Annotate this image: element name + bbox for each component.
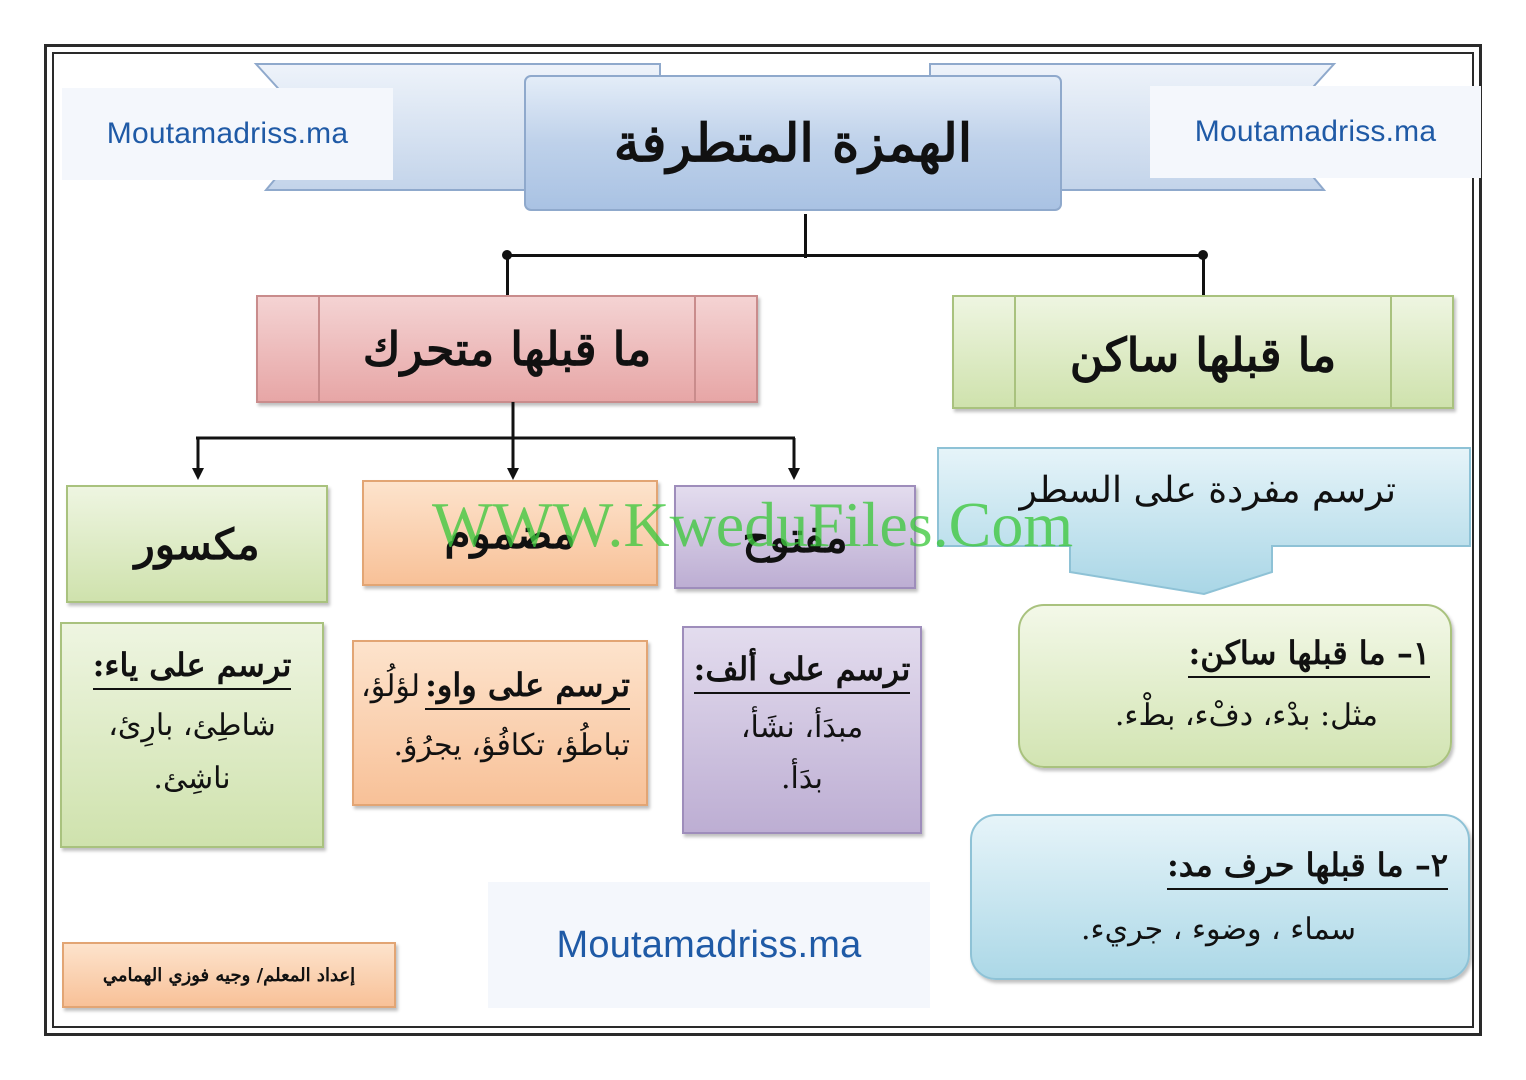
box-divider (1390, 297, 1392, 407)
example-maksur-rule: ترسم على ياء: (92, 646, 292, 690)
sakin-case1-example: مثل: بدْء، دفْء، بطْء. (1114, 698, 1378, 733)
sub-connectors (192, 402, 800, 480)
connector-title (804, 214, 807, 258)
sakin-rule-callout (937, 447, 1471, 596)
logo-text: Moutamadriss.ma (1194, 115, 1437, 148)
logo-top-right: Moutamadriss.ma (1150, 86, 1481, 178)
logo-top-left: Moutamadriss.ma (62, 88, 393, 180)
example-maftuh-box: ترسم على ألف: مبدَأ، نشَأ، بدَأ. (682, 626, 922, 834)
branch-sakin-box (952, 295, 1454, 409)
branch-mutaharrik-label: ما قبلها متحرك (362, 322, 652, 376)
connector-dot (502, 250, 512, 260)
example-madmum-line2: تباطُؤ، تكافُؤ، يجرُؤ. (393, 728, 630, 763)
box-divider (694, 297, 696, 401)
watermark-text: WWW.KweduFiles.Com (432, 489, 1074, 560)
connector-horizontal (506, 254, 1206, 257)
inner-frame (52, 52, 1474, 1028)
example-maftuh-line2: بدَأ. (781, 761, 823, 796)
sakin-case2-heading: ٢– ما قبلها حرف مد: (1166, 846, 1448, 890)
connector-dot (1198, 250, 1208, 260)
sakin-case1-heading: ١– ما قبلها ساكن: (1188, 634, 1430, 678)
box-divider (318, 297, 320, 401)
example-maftuh-line1: مبدَأ، نشَأ، (740, 710, 864, 745)
sub-maftuh-label: مفتوح (674, 485, 916, 589)
connector-left (506, 254, 509, 296)
branch-sakin-label: ما قبلها ساكن (1069, 328, 1337, 382)
sakin-rule-text: ترسم مفردة على السطر (1019, 470, 1396, 511)
sakin-case2-example: سماء ، وضوء ، جريء. (1080, 912, 1356, 947)
logo-bottom: Moutamadriss.ma (488, 882, 930, 1008)
outer-frame (44, 44, 1482, 1036)
sub-maksur-label: مكسور (66, 485, 328, 603)
page-title: الهمزة المتطرفة (613, 112, 973, 174)
sakin-case1-box: ١– ما قبلها ساكن: مثل: بدْء، دفْء، بطْء. (1018, 604, 1452, 768)
example-maksur-line2: ناشِئ. (153, 761, 231, 796)
example-madmum-box: ترسم على واو: لؤلُؤ، تباطُؤ، تكافُؤ، يجر… (352, 640, 648, 806)
logo-text: Moutamadriss.ma (556, 923, 862, 966)
connector-right (1202, 254, 1205, 296)
example-maksur-line1: شاطِئ، بارِئ، (108, 708, 276, 743)
sakin-case2-box: ٢– ما قبلها حرف مد: سماء ، وضوء ، جريء. (970, 814, 1470, 980)
logo-text: Moutamadriss.ma (106, 117, 349, 150)
box-divider (1014, 297, 1016, 407)
branch-mutaharrik-box (256, 295, 758, 403)
example-maftuh-rule: ترسم على ألف: (693, 650, 911, 694)
example-madmum-line1: لؤلُؤ، (361, 669, 420, 704)
sub-madmum-label: مضموم (362, 480, 658, 586)
example-maksur-box: ترسم على ياء: شاطِئ، بارِئ، ناشِئ. (60, 622, 324, 848)
example-madmum-rule: ترسم على واو: (425, 666, 630, 710)
author-credit: إعداد المعلم/ وجيه فوزي الهمامي (62, 942, 396, 1008)
